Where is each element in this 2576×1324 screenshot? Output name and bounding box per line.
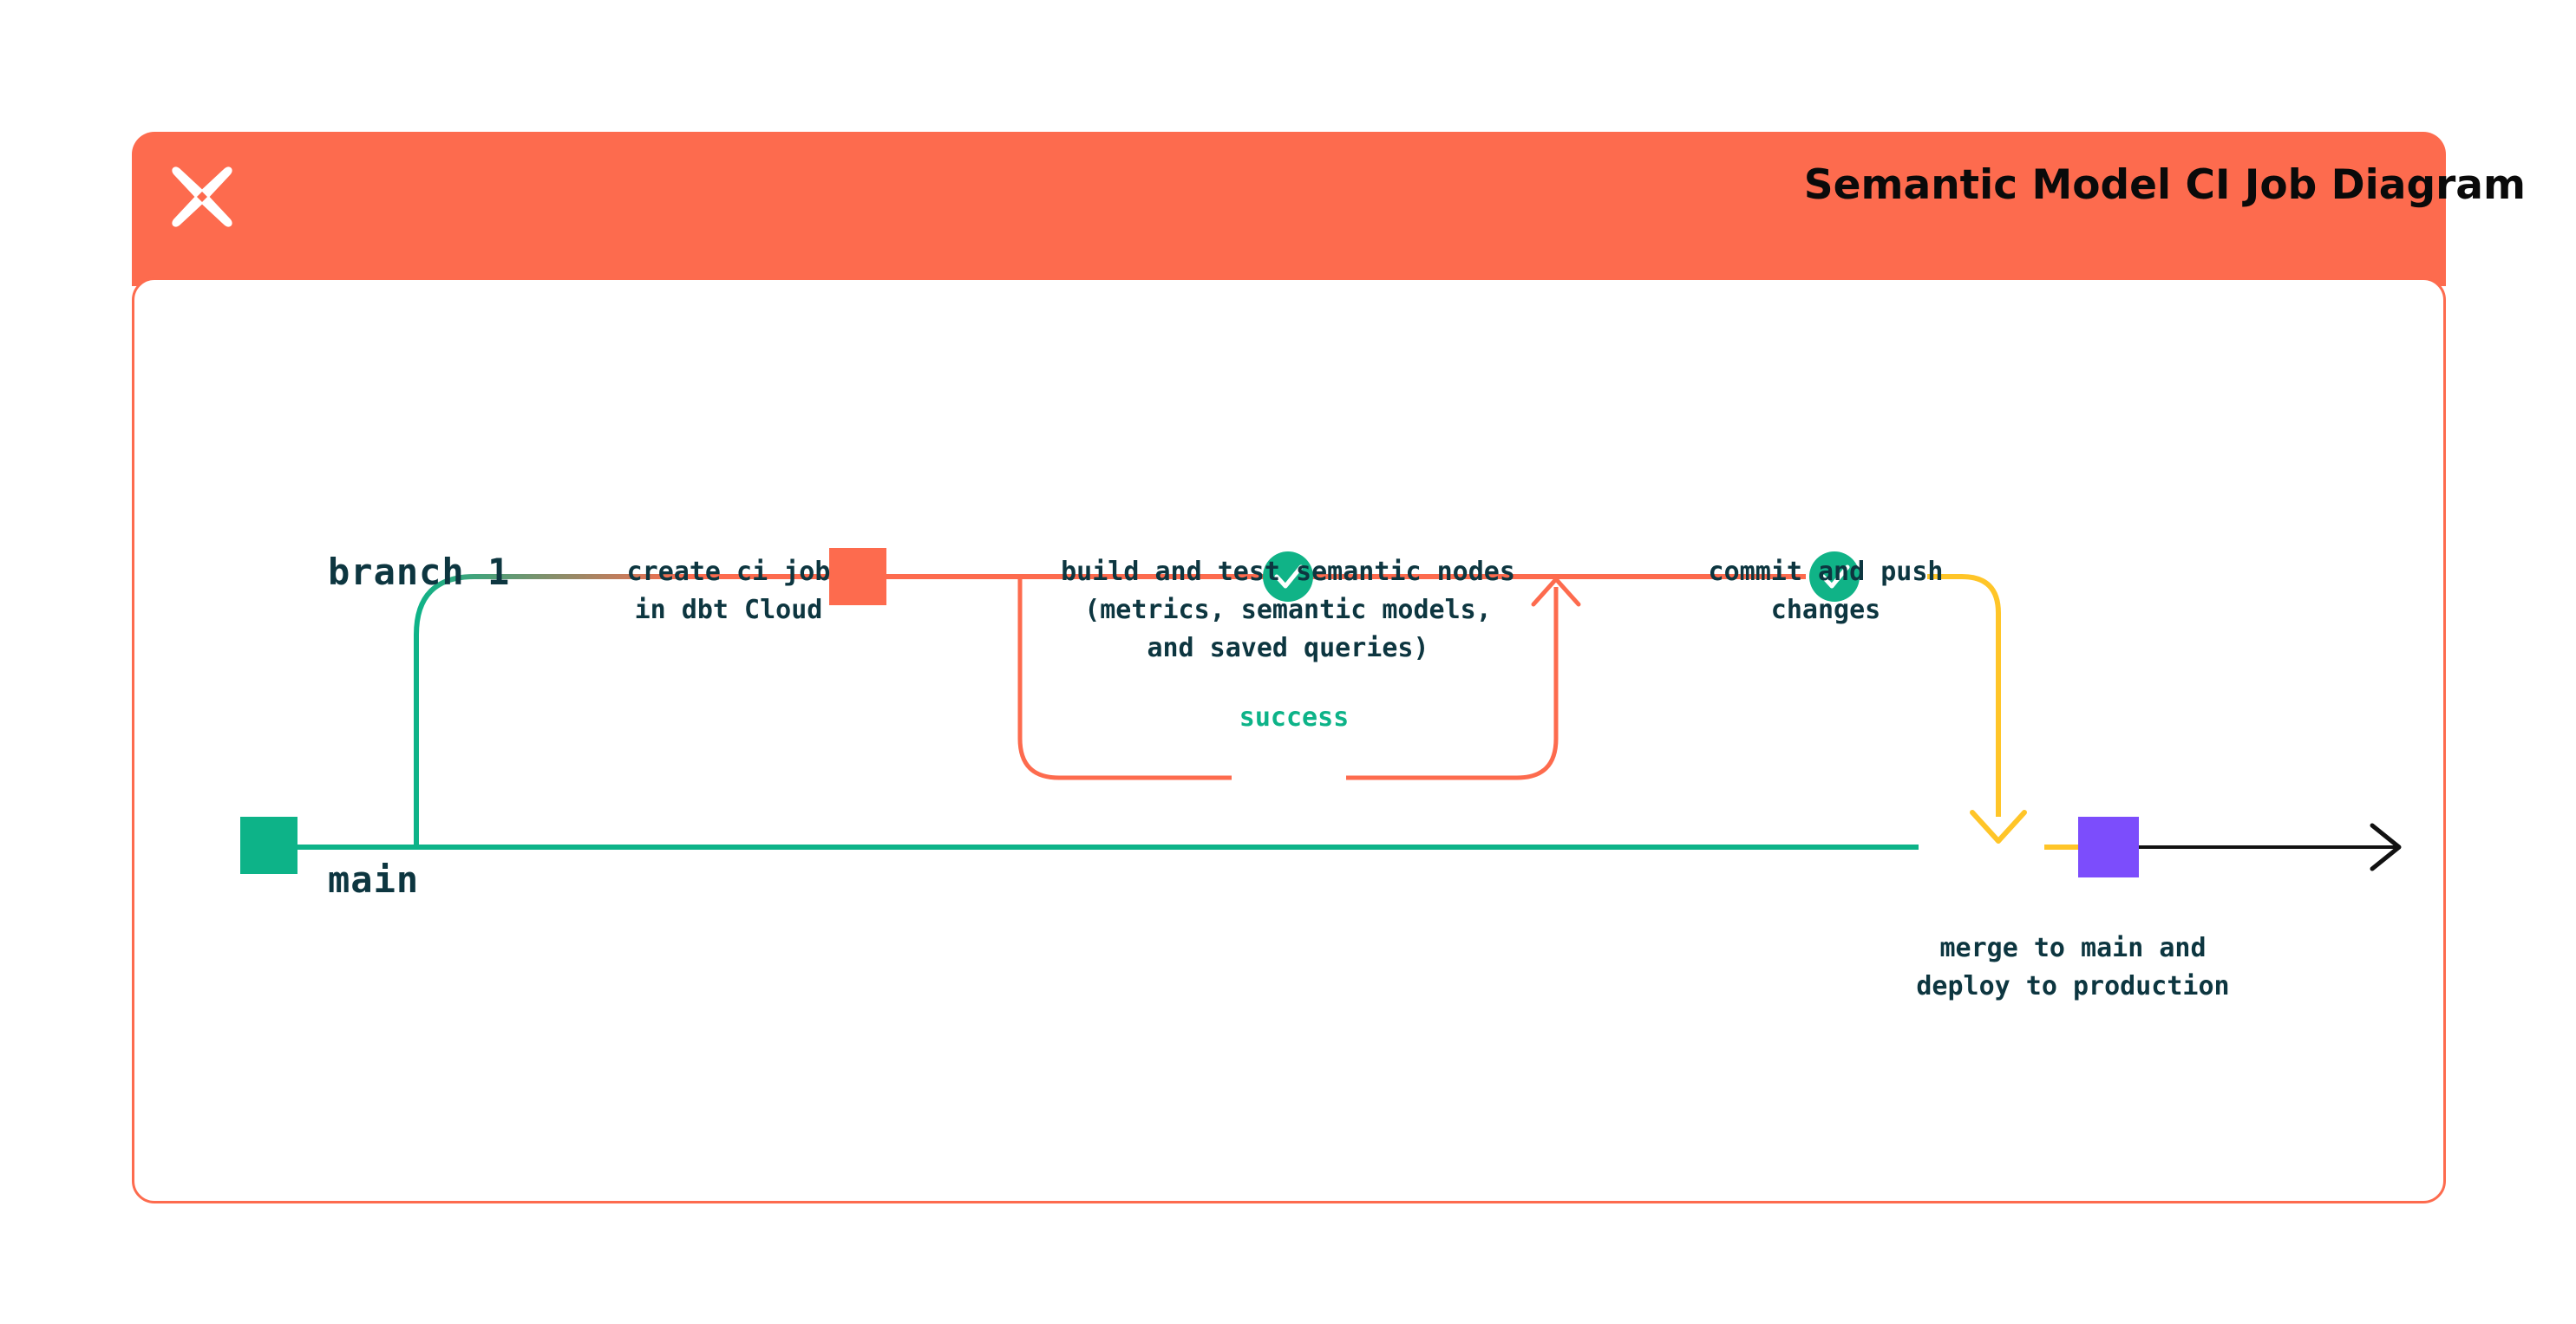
lane-label-branch-1: branch 1 [328, 551, 511, 593]
arrow-right-icon [2370, 823, 2402, 871]
node-marker-commit-and-push[interactable] [1809, 551, 1860, 602]
lane-label-main: main [328, 858, 420, 901]
card-header [132, 132, 2446, 286]
loop-left-segment [1017, 577, 1232, 780]
check-icon [1821, 564, 1850, 589]
node-marker-merge-to-main[interactable] [2078, 817, 2139, 877]
node-marker-build-test-semantic-nodes[interactable] [1263, 551, 1313, 602]
arrow-down-icon [1970, 810, 2027, 844]
node-label-build-test-semantic-nodes: build and test semantic nodes (metrics, … [1061, 557, 1515, 663]
node-marker-create-ci-job[interactable] [829, 548, 886, 605]
node-label-merge-to-main: merge to main and deploy to production [1916, 933, 2230, 1001]
arrow-up-icon [1531, 577, 1581, 607]
dbt-x-logo-icon [165, 160, 239, 234]
check-icon [1274, 564, 1304, 589]
node-label-create-ci-job: create ci job in dbt Cloud [626, 557, 831, 625]
edge-label-success: success [1225, 702, 1363, 733]
git-graph-svg [240, 548, 2402, 877]
merge-down-path [1927, 574, 2001, 817]
branch-off-curve [414, 574, 687, 847]
loop-right-segment [1346, 587, 1559, 780]
page-title: Semantic Model CI Job Diagram [1803, 161, 2526, 209]
node-label-commit-and-push: commit and push changes [1708, 557, 1944, 625]
main-lane-marker[interactable] [240, 817, 297, 874]
card-body [132, 277, 2446, 1203]
diagram-card [132, 132, 2446, 1203]
